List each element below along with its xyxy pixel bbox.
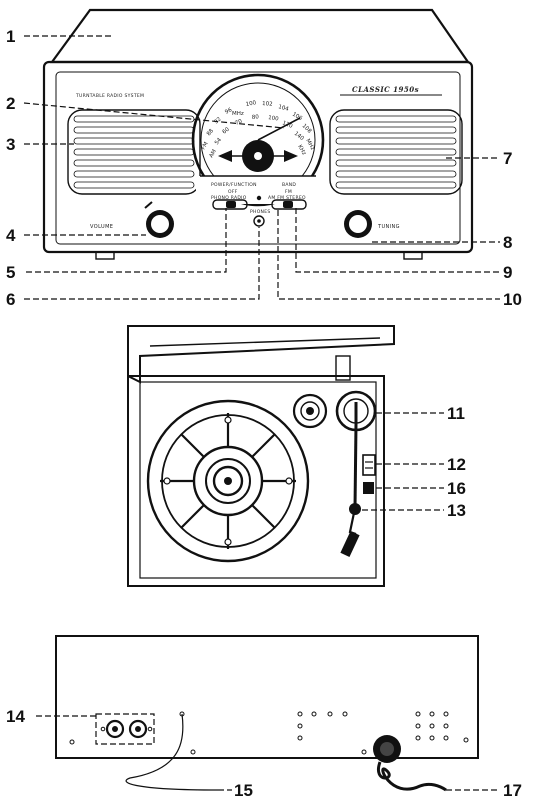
- power-cord: [373, 735, 447, 792]
- callout-7: 7: [503, 149, 512, 168]
- svg-text:AM: AM: [209, 148, 219, 159]
- callout-5: 5: [6, 263, 15, 282]
- callout-17: 17: [503, 781, 522, 800]
- callout-13: 13: [447, 501, 466, 520]
- callout-10: 10: [503, 290, 522, 309]
- turntable-platter: [146, 399, 310, 563]
- band-sub-label: FM: [285, 189, 292, 195]
- callout-2: 2: [6, 94, 15, 113]
- stereo-indicator: [256, 195, 262, 201]
- callout-8: 8: [503, 233, 512, 252]
- svg-text:88: 88: [206, 128, 215, 138]
- callout-12: 12: [447, 455, 466, 474]
- rear-view: [36, 635, 500, 792]
- svg-text:104: 104: [277, 104, 289, 113]
- callout-1: 1: [6, 27, 15, 46]
- svg-text:102: 102: [262, 101, 273, 108]
- fm-antenna-wire: [125, 713, 219, 791]
- svg-text:108: 108: [301, 123, 313, 135]
- tuning-label: TUNING: [377, 224, 400, 230]
- power-function-switch[interactable]: [212, 199, 248, 210]
- rear-screw-holes: [69, 711, 469, 755]
- tuning-knob[interactable]: [344, 210, 372, 238]
- band-selector-switch[interactable]: [271, 199, 307, 210]
- band-label: BAND: [282, 182, 296, 188]
- svg-text:60: 60: [222, 126, 232, 135]
- function-label: POWER/FUNCTION: [211, 182, 257, 188]
- svg-text:70: 70: [234, 118, 243, 127]
- callout-numbers: 1 2 3 4 5 6 7 8 9 10 11 12 16 13 14 15 1…: [6, 27, 522, 800]
- dial-fm-scale: FM 88 92 96 100 102 104 106 108: [201, 100, 313, 151]
- function-opts-label: PHONO RADIO: [211, 195, 247, 201]
- rca-line-out[interactable]: [95, 713, 155, 745]
- panel-title: TURNTABLE RADIO SYSTEM: [75, 93, 144, 99]
- right-speaker-grille: [329, 109, 463, 195]
- 45rpm-adapter[interactable]: [292, 393, 328, 429]
- tone-arm[interactable]: [340, 402, 360, 557]
- svg-text:100: 100: [268, 115, 280, 122]
- brand-logo: CLASSIC 1950s: [352, 85, 419, 94]
- callout-4: 4: [6, 226, 16, 245]
- phones-label: PHONES: [250, 209, 271, 215]
- svg-text:80: 80: [252, 114, 260, 121]
- dial-fm-unit-label: MHz: [304, 138, 315, 151]
- top-view: [127, 325, 444, 587]
- front-view: TURNTABLE RADIO SYSTEM CLASSIC 1950s: [23, 8, 500, 300]
- arm-rest: [349, 503, 361, 515]
- svg-text:92: 92: [213, 116, 222, 125]
- callout-16: 16: [447, 479, 466, 498]
- headphone-jack[interactable]: [253, 215, 265, 227]
- svg-text:54: 54: [214, 137, 223, 147]
- callout-14: 14: [6, 707, 25, 726]
- svg-text:96: 96: [224, 107, 233, 116]
- callout-9: 9: [503, 263, 512, 282]
- callout-15: 15: [234, 781, 253, 800]
- svg-text:140: 140: [293, 131, 305, 142]
- svg-text:100: 100: [245, 100, 257, 108]
- callout-11: 11: [447, 404, 465, 423]
- band-opts-label: AM FM STEREO: [268, 195, 306, 201]
- callout-3: 3: [6, 135, 15, 154]
- svg-text:106: 106: [291, 112, 304, 123]
- volume-label: VOLUME: [90, 224, 113, 230]
- left-speaker-grille: [67, 109, 201, 195]
- svg-text:FM: FM: [201, 141, 210, 151]
- dial-am-unit-label: KHz: [296, 144, 307, 156]
- auto-stop-switch[interactable]: [363, 482, 374, 494]
- dial-fm-unit: MHz: [232, 111, 244, 117]
- callout-6: 6: [6, 290, 15, 309]
- arm-lift-lever[interactable]: [362, 454, 376, 476]
- volume-knob[interactable]: [144, 201, 174, 238]
- function-sub-label: OFF: [228, 189, 238, 195]
